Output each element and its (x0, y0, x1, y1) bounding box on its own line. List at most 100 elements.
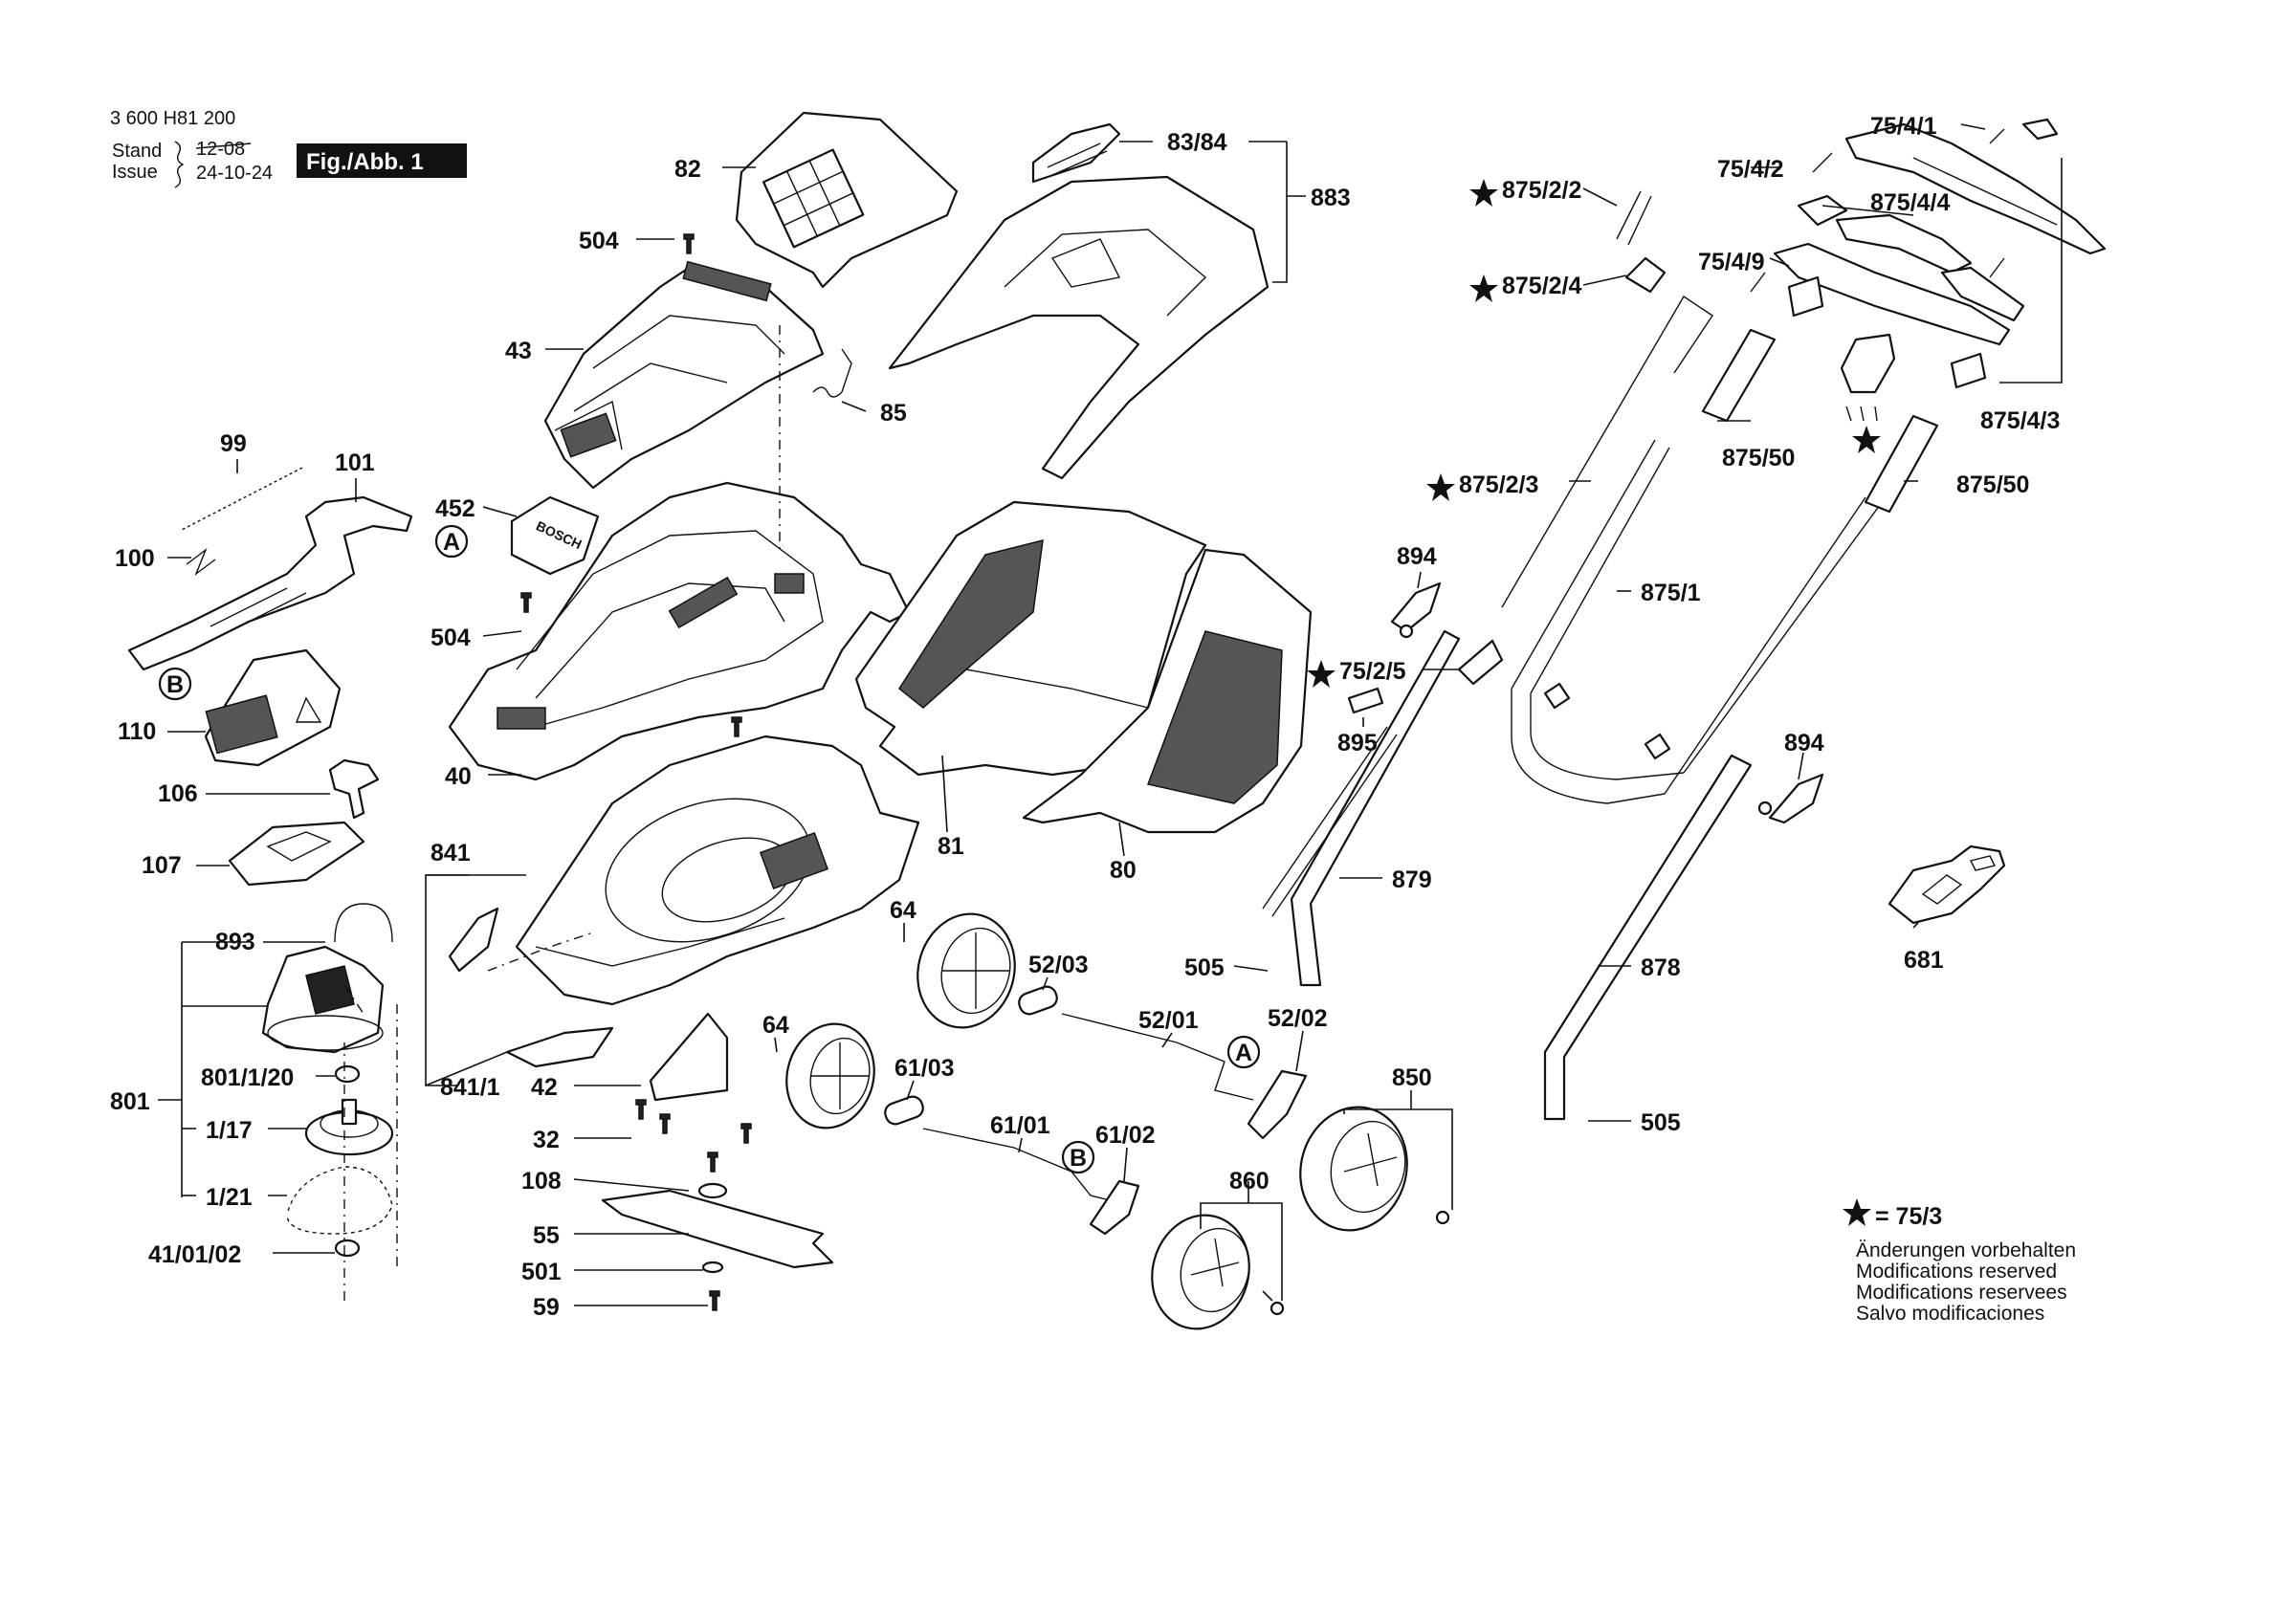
label-860: 860 (1229, 1168, 1269, 1195)
label-81: 81 (938, 833, 964, 860)
label-41-01-02: 41/01/02 (148, 1241, 241, 1268)
label-42: 42 (531, 1074, 558, 1101)
part-43-upper-housing (543, 260, 825, 490)
label-64-upper: 64 (890, 897, 916, 924)
marker-b-lower: B (1061, 1140, 1095, 1174)
legend-line-3: Modifications reservees (1856, 1282, 2067, 1304)
part-879-lower-bar (1290, 629, 1461, 987)
doc-number: 3 600 H81 200 (110, 108, 235, 129)
label-504-upper: 504 (579, 228, 619, 254)
small-pins (1750, 128, 2005, 293)
old-date: 12-08 (196, 139, 245, 160)
part-87543-bracket (1773, 242, 2011, 389)
legend-line-1: Änderungen vorbehalten (1856, 1239, 2076, 1261)
label-875-4-3: 875/4/3 (1980, 407, 2060, 434)
label-1-21: 1/21 (206, 1184, 253, 1211)
label-55: 55 (533, 1222, 560, 1249)
label-875-50-left: 875/50 (1722, 445, 1795, 472)
strike-line (195, 143, 252, 149)
part-87524-clip (1624, 256, 1667, 294)
marker-b-left: B (158, 667, 192, 701)
part-8751-upper-frame (1511, 439, 1881, 804)
part-6102-bracket (1089, 1179, 1140, 1236)
label-110: 110 (118, 718, 156, 745)
part-99-spring (179, 465, 305, 533)
black-star-icon (1426, 473, 1455, 501)
legend-star-ref: = 75/3 (1875, 1203, 1942, 1230)
svg-text:A: A (443, 529, 460, 556)
part-87550-sleeves (1701, 328, 1939, 514)
black-star-icon (1843, 1198, 1871, 1226)
svg-text:B: B (1070, 1145, 1087, 1172)
part-894-knob-lower (1757, 773, 1824, 824)
label-100: 100 (115, 545, 155, 572)
label-106: 106 (158, 780, 198, 807)
new-date: 24-10-24 (196, 163, 273, 184)
label-52-02: 52/02 (1268, 1005, 1328, 1032)
label-452: 452 (435, 495, 475, 522)
part-895-pin (1347, 687, 1384, 714)
document-header: 3 600 H81 200 Stand Issue 12-08 24-10-24… (110, 108, 467, 188)
label-75-2-5: 75/2/5 (1339, 658, 1406, 685)
issue-label: Issue (112, 162, 158, 183)
part-40-housing (448, 481, 911, 781)
label-875-2-4: 875/2/4 (1502, 273, 1582, 299)
label-801: 801 (110, 1088, 150, 1115)
label-64-lower: 64 (762, 1012, 789, 1039)
part-893-cable (334, 903, 393, 943)
label-883: 883 (1311, 185, 1351, 211)
black-star-icon (1469, 179, 1498, 207)
part-121-belt (285, 1165, 394, 1236)
leader-lines (158, 123, 2063, 1306)
part-875-cup (1840, 333, 1896, 422)
label-8384: 83/84 (1167, 129, 1227, 156)
label-108: 108 (521, 1168, 562, 1195)
part-107-plate (228, 821, 365, 887)
label-850: 850 (1392, 1064, 1432, 1091)
part-410102-nut (334, 1239, 361, 1258)
star-icons (1307, 179, 1881, 1226)
marker-a-lower: A (1226, 1035, 1261, 1069)
label-894-upper: 894 (1397, 543, 1437, 570)
legend-line-4: Salvo modificaciones (1856, 1303, 2044, 1325)
label-878: 878 (1641, 954, 1681, 981)
label-681: 681 (1904, 947, 1944, 974)
label-99: 99 (220, 430, 247, 457)
label-61-02: 61/02 (1095, 1122, 1156, 1149)
label-82: 82 (674, 156, 701, 183)
label-1-17: 1/17 (206, 1117, 253, 1144)
assembly-guides (343, 325, 781, 1301)
part-5201-axle (1061, 1013, 1254, 1101)
label-875-1: 875/1 (1641, 580, 1701, 606)
handle-bolt-right (1644, 733, 1671, 760)
label-505-left: 505 (1184, 954, 1225, 981)
part-6103-bushing (884, 1095, 924, 1126)
wheel-front-left (785, 1022, 875, 1130)
part-883-lid (888, 122, 1269, 480)
label-40: 40 (445, 763, 472, 790)
part-7525-clamp (1457, 639, 1504, 686)
label-895: 895 (1337, 730, 1378, 757)
label-875-4-4: 875/4/4 (1870, 189, 1951, 216)
part-501-washer (701, 1261, 724, 1274)
label-875-2-2: 875/2/2 (1502, 177, 1581, 204)
part-55-blade (601, 1189, 834, 1269)
label-52-03: 52/03 (1028, 952, 1089, 978)
label-75-4-9: 75/4/9 (1698, 249, 1765, 275)
part-841-deck (515, 735, 920, 1006)
svg-text:B: B (166, 671, 184, 698)
part-879-cable (1262, 726, 1398, 917)
label-32: 32 (533, 1127, 560, 1153)
part-860-cap (1269, 1301, 1285, 1316)
part-87523-cable (1501, 296, 1713, 608)
figure-tag-box (297, 143, 467, 178)
part-labels: 82 83/84 883 504 43 85 99 101 100 452 50… (110, 113, 2060, 1321)
part-7541-grip (1844, 122, 2107, 255)
label-894-lower: 894 (1784, 730, 1824, 757)
part-117-pulley (304, 1098, 394, 1156)
part-894-knob-upper (1390, 581, 1442, 639)
marker-a-upper: A (434, 524, 469, 559)
label-505-right: 505 (1641, 1109, 1681, 1136)
label-107: 107 (142, 852, 182, 879)
